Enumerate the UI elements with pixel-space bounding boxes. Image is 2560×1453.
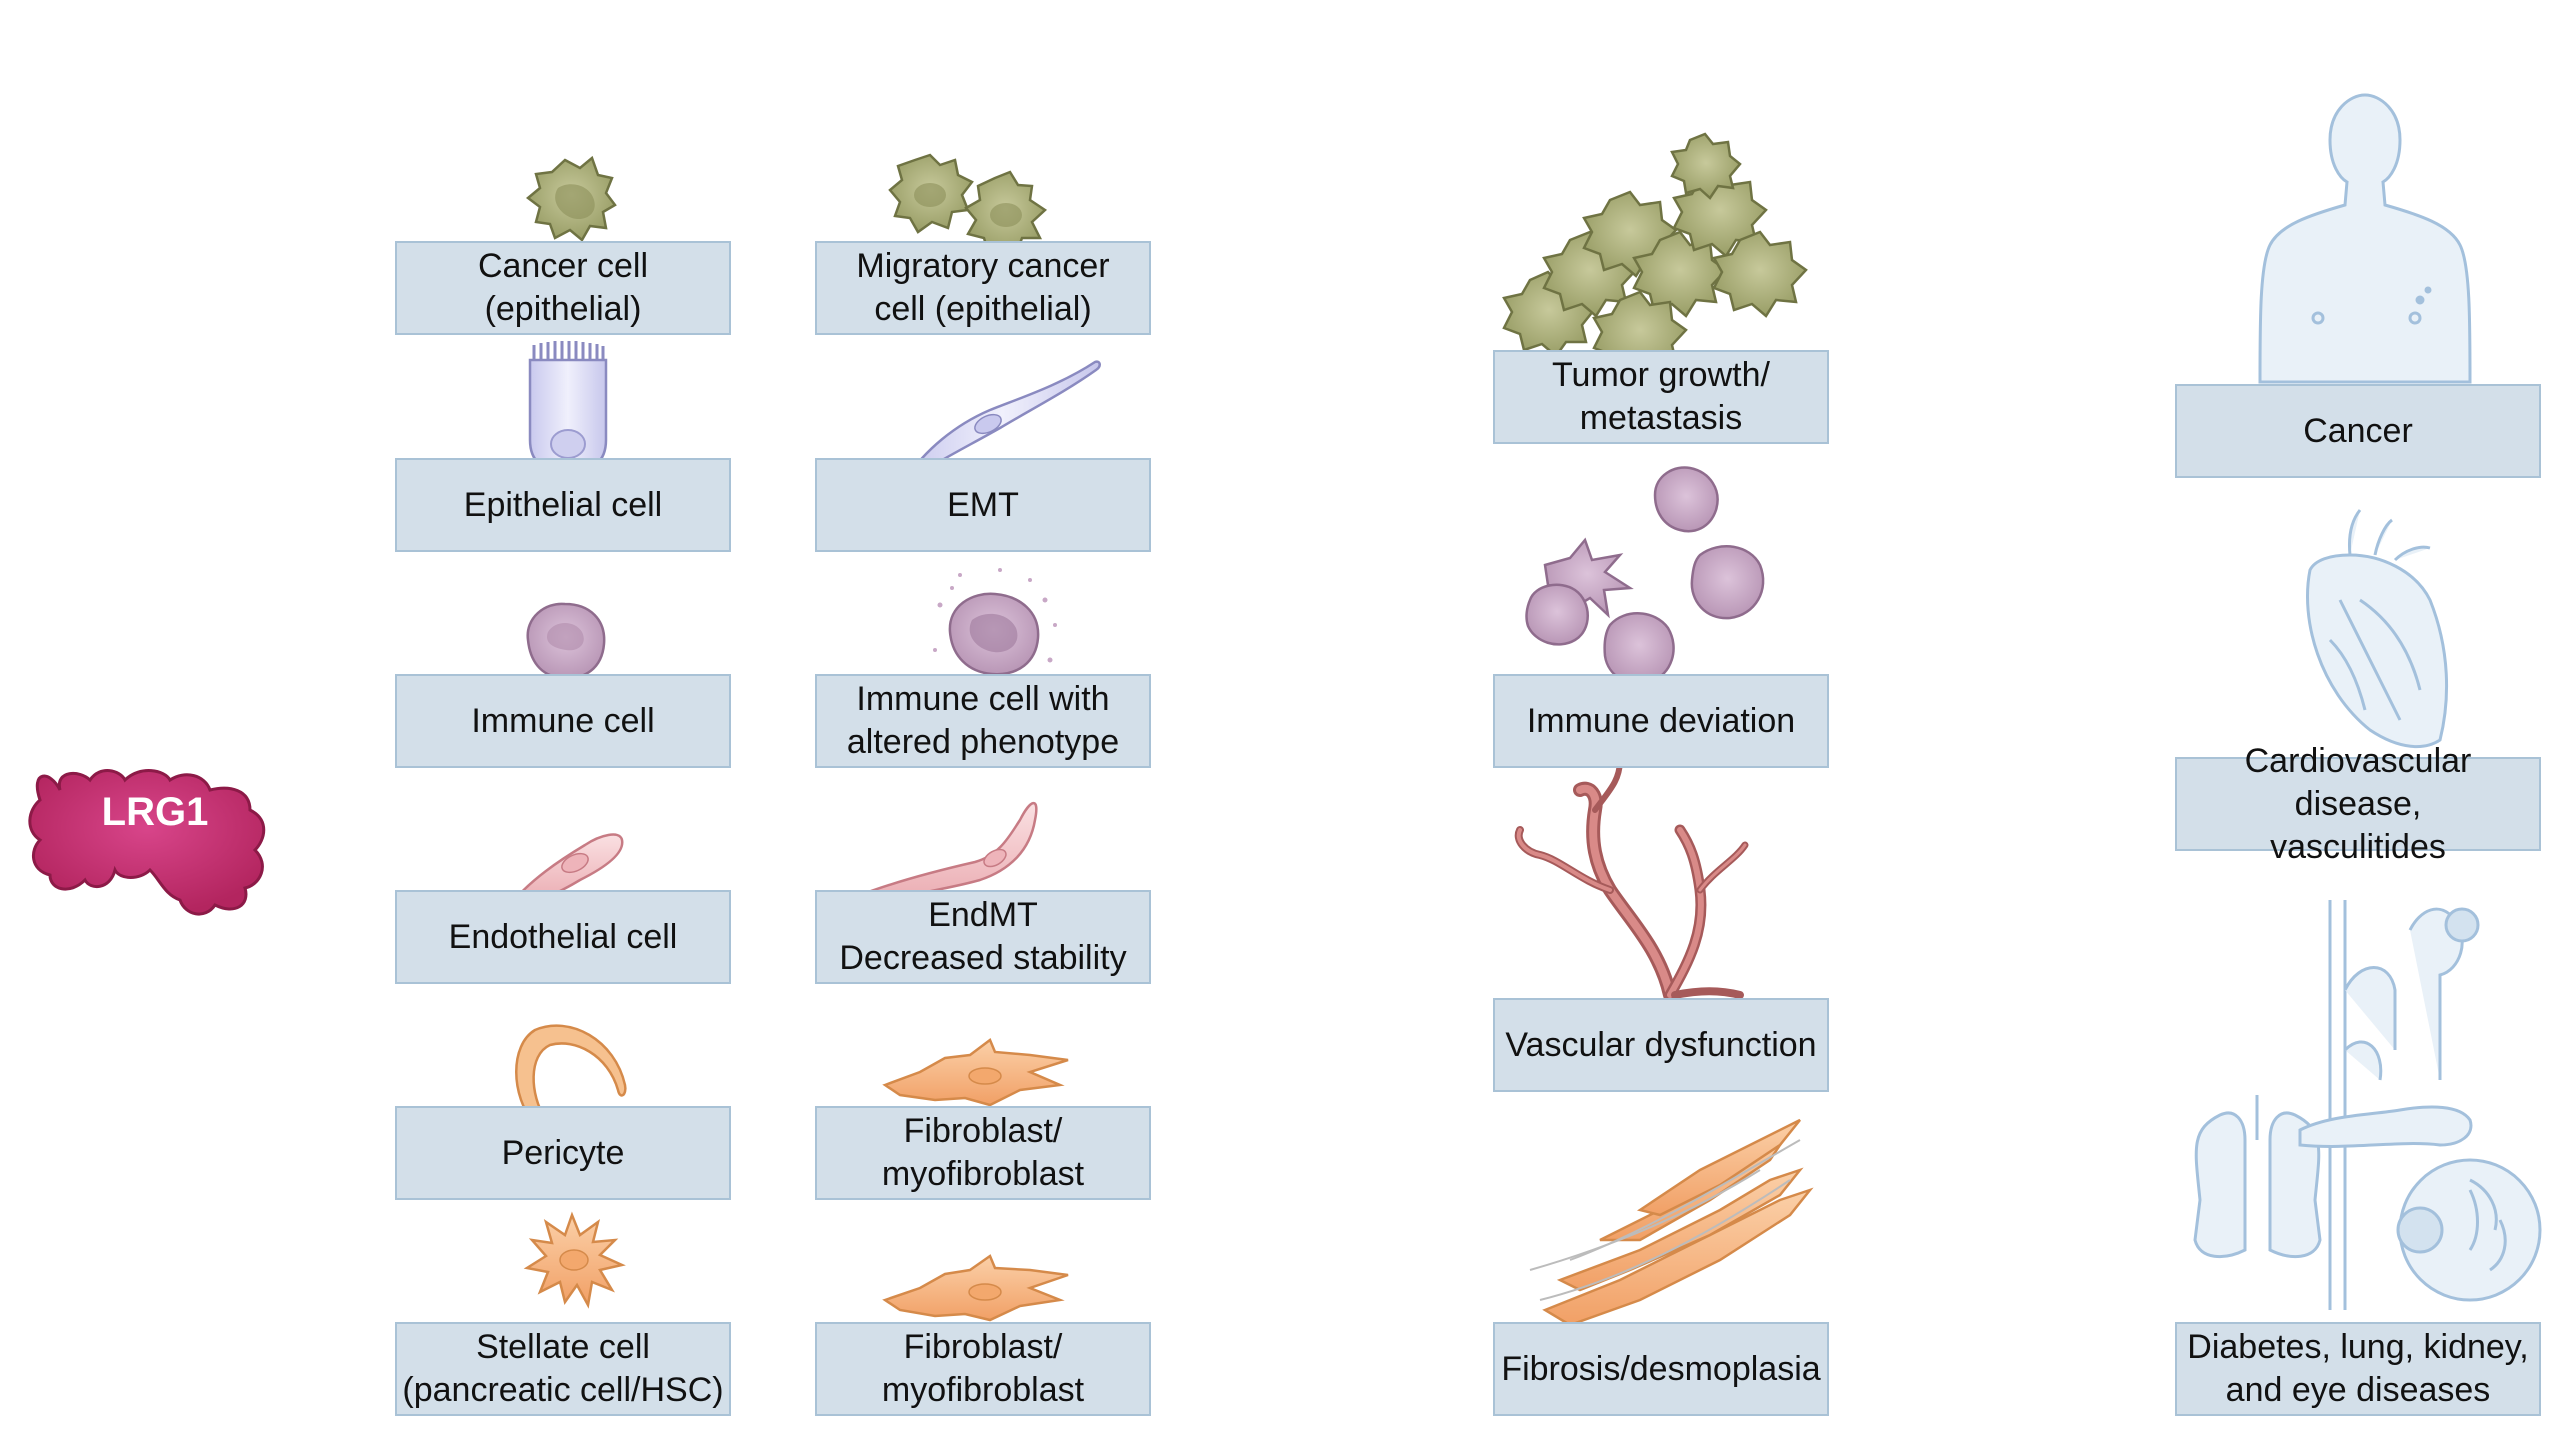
- box-altered-immune-cell: Immune cell with altered phenotype: [815, 674, 1151, 768]
- box-label: Fibroblast/ myofibroblast: [881, 1112, 1085, 1193]
- organs-icon: [2193, 900, 2542, 1310]
- box-label: Cancer: [2303, 411, 2413, 450]
- box-endmt: EndMT Decreased stability: [815, 890, 1151, 984]
- box-epithelial-cell: Epithelial cell: [395, 458, 731, 552]
- box-label: Fibroblast/ myofibroblast: [881, 1328, 1085, 1409]
- lrg1-label: LRG1: [101, 790, 209, 834]
- box-cancer: Cancer: [2175, 384, 2541, 478]
- immune-cells-group-icon: [1525, 466, 1765, 685]
- immune-cell-icon: [526, 602, 606, 680]
- box-stellate-cell: Stellate cell (pancreatic cell/HSC): [395, 1322, 731, 1416]
- box-cancer-cell: Cancer cell (epithelial): [395, 241, 731, 335]
- box-immune-cell: Immune cell: [395, 674, 731, 768]
- box-label: Diabetes, lung, kidney, and eye diseases: [2187, 1328, 2529, 1409]
- box-label: Stellate cell (pancreatic cell/HSC): [402, 1328, 724, 1409]
- box-label: Immune cell: [471, 701, 655, 740]
- box-label: Cancer cell (epithelial): [477, 247, 649, 328]
- emt-cell-icon: [903, 360, 1101, 485]
- fibroblast-bundle-icon: [1529, 1118, 1814, 1327]
- box-label: Tumor growth/ metastasis: [1552, 356, 1770, 437]
- box-label: Pericyte: [501, 1133, 625, 1172]
- epithelial-cell-icon: [528, 341, 608, 474]
- box-immune-deviation: Immune deviation: [1493, 674, 1829, 768]
- tumor-cluster-icon: [1502, 132, 1808, 378]
- cancer-cell-icon: [525, 155, 617, 242]
- box-label: Endothelial cell: [448, 917, 678, 956]
- lrg1-protein-icon: [28, 769, 266, 916]
- box-label: EndMT Decreased stability: [839, 896, 1127, 977]
- box-label: Migratory cancer cell (epithelial): [856, 247, 1110, 328]
- box-fibrosis: Fibrosis/desmoplasia: [1493, 1322, 1829, 1416]
- box-pericyte: Pericyte: [395, 1106, 731, 1200]
- box-label: EMT: [947, 485, 1019, 524]
- box-migratory-cancer-cell: Migratory cancer cell (epithelial): [815, 241, 1151, 335]
- box-label: Vascular dysfunction: [1505, 1025, 1817, 1064]
- box-label: Immune deviation: [1526, 701, 1796, 740]
- box-fibroblast-2: Fibroblast/ myofibroblast: [815, 1322, 1151, 1416]
- box-label: Cardiovascular disease, vasculitides: [2244, 741, 2472, 866]
- box-cardiovascular: Cardiovascular disease, vasculitides: [2175, 742, 2541, 866]
- migratory-cancer-cells-icon: [888, 153, 1048, 256]
- altered-immune-cell-icon: [933, 568, 1057, 676]
- box-endothelial-cell: Endothelial cell: [395, 890, 731, 984]
- box-tumor-growth: Tumor growth/ metastasis: [1493, 350, 1829, 444]
- stellate-cell-icon: [523, 1211, 626, 1309]
- box-fibroblast-1: Fibroblast/ myofibroblast: [815, 1106, 1151, 1200]
- box-emt: EMT: [815, 458, 1151, 552]
- blood-vessel-icon: [1514, 757, 1749, 1002]
- fibroblast-icon: [882, 1254, 1069, 1322]
- box-label: Immune cell with altered phenotype: [846, 680, 1120, 761]
- box-label: Epithelial cell: [463, 485, 663, 524]
- heart-icon: [2306, 509, 2449, 749]
- box-label: Fibrosis/desmoplasia: [1501, 1349, 1821, 1388]
- human-torso-icon: [2258, 93, 2472, 384]
- box-diabetes-lung-kidney-eye: Diabetes, lung, kidney, and eye diseases: [2175, 1322, 2541, 1416]
- box-vascular-dysfunction: Vascular dysfunction: [1493, 998, 1829, 1092]
- fibroblast-icon: [882, 1038, 1069, 1107]
